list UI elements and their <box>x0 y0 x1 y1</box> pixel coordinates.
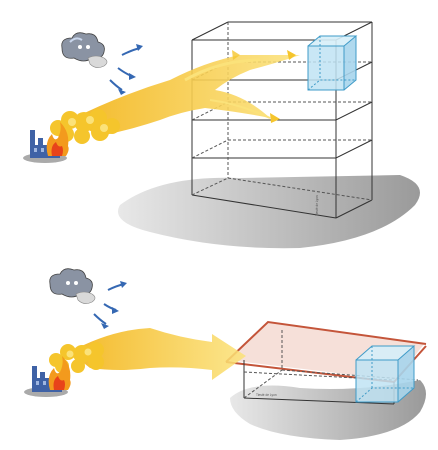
scene-top: Tiesté de Lyon <box>23 21 420 249</box>
fire-icon-bottom <box>48 356 71 390</box>
wind-arrows <box>109 47 141 91</box>
pollution-plume-bottom <box>70 328 246 380</box>
fire-icon <box>46 122 69 156</box>
room-cube-top <box>307 35 358 91</box>
ground-shadow <box>118 175 420 249</box>
top-building-stamp: Tiesté de Lyon <box>315 195 319 216</box>
bottom-building-stamp: Tiesté de Lyon <box>256 393 277 397</box>
wind-arrows-bottom <box>93 283 125 325</box>
pollution-plume <box>70 55 300 136</box>
room-cube-bottom <box>355 345 416 403</box>
scene-bottom: Tiesté de Lyon <box>24 268 427 440</box>
wind-cloud-icon-bottom <box>49 268 96 304</box>
wind-cloud-icon <box>61 32 108 68</box>
